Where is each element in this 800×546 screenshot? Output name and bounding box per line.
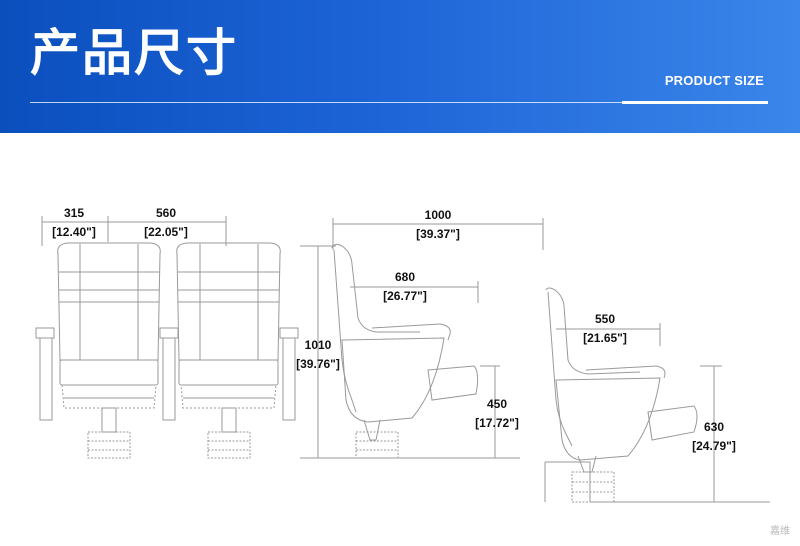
dim-560-mm: 560 — [156, 206, 176, 220]
header-banner: 产品尺寸 PRODUCT SIZE — [0, 0, 800, 133]
page-title: 产品尺寸 — [30, 24, 238, 82]
front-view-chairs — [35, 216, 299, 459]
dim-680-mm: 680 — [395, 270, 415, 284]
page-subtitle: PRODUCT SIZE — [664, 73, 764, 88]
dim-1010-mm: 1010 — [305, 338, 332, 352]
dim-450-inch: [17.72"] — [475, 416, 519, 430]
header-divider — [30, 102, 768, 103]
side-view-riser-chair — [544, 287, 770, 503]
header-divider-accent — [622, 101, 768, 104]
dimension-drawing: 315 [12.40"] 560 [22.05"] 1000 [39.37"] … — [35, 206, 770, 503]
side-view-upright-chair — [300, 218, 544, 459]
dim-680-inch: [26.77"] — [383, 289, 427, 303]
dim-560-inch: [22.05"] — [144, 225, 188, 239]
dim-450-mm: 450 — [487, 397, 507, 411]
dim-550-inch: [21.65"] — [583, 331, 627, 345]
dim-1000-mm: 1000 — [425, 208, 452, 222]
dim-1000-inch: [39.37"] — [416, 227, 460, 241]
dim-315-mm: 315 — [64, 206, 84, 220]
dim-630-inch: [24.79"] — [692, 439, 736, 453]
dim-630-mm: 630 — [704, 420, 724, 434]
dim-315-inch: [12.40"] — [52, 225, 96, 239]
dim-550-mm: 550 — [595, 312, 615, 326]
watermark: 嘉维 — [770, 526, 790, 537]
dim-1010-inch: [39.76"] — [296, 357, 340, 371]
